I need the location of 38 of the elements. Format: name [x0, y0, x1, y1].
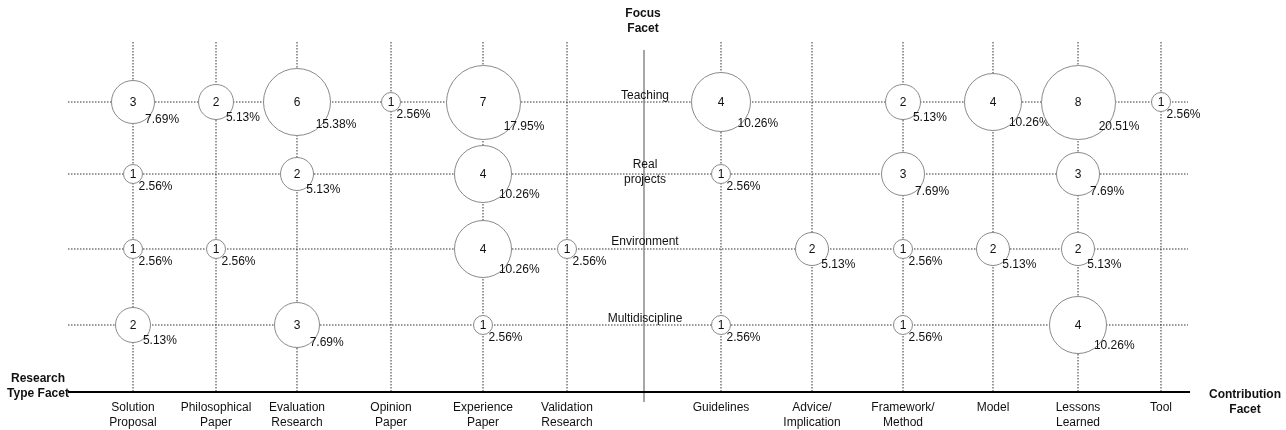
category-label: Model	[975, 400, 1011, 415]
category-label: Philosophical Paper	[179, 400, 253, 430]
category-label: Evaluation Research	[267, 400, 326, 430]
category-label: Tool	[1149, 400, 1173, 415]
percentage-label: 5.13%	[225, 110, 260, 125]
category-label: Experience Paper	[451, 400, 514, 430]
facet-title: Research Type Facet	[6, 371, 70, 401]
percentage-label: 20.51%	[1098, 118, 1140, 133]
percentage-label: 17.95%	[503, 118, 545, 133]
category-label: Opinion Paper	[369, 400, 413, 430]
percentage-label: 7.69%	[915, 183, 950, 198]
percentage-label: 7.69%	[309, 335, 344, 350]
facet-title: Focus Facet	[624, 6, 662, 36]
row-label: Teaching	[619, 88, 670, 103]
percentage-label: 7.69%	[1090, 183, 1125, 198]
row-label: Real projects	[623, 157, 667, 187]
row-label: Environment	[610, 234, 680, 249]
percentage-label: 5.13%	[821, 256, 856, 271]
category-label: Solution Proposal	[108, 400, 158, 430]
percentage-label: 10.26%	[1093, 338, 1135, 353]
percentage-label: 7.69%	[145, 111, 180, 126]
category-label: Advice/ Implication	[782, 400, 842, 430]
category-label: Lessons Learned	[1054, 400, 1102, 430]
percentage-label: 5.13%	[1002, 256, 1037, 271]
percentage-label: 10.26%	[737, 115, 779, 130]
category-label: Framework/ Method	[870, 400, 936, 430]
facet-title: Contribution Facet	[1208, 387, 1282, 417]
percentage-label: 15.38%	[315, 117, 357, 132]
percentage-label: 5.13%	[1087, 256, 1122, 271]
percentage-label: 5.13%	[142, 333, 177, 348]
category-label: Guidelines	[691, 400, 751, 415]
row-label: Multidiscipline	[606, 311, 684, 326]
percentage-label: 5.13%	[912, 110, 947, 125]
percentage-label: 5.13%	[306, 181, 341, 196]
percentage-label: 10.26%	[498, 187, 540, 202]
percentage-label: 10.26%	[1008, 115, 1050, 130]
percentage-label: 10.26%	[498, 262, 540, 277]
category-label: Validation Research	[540, 400, 594, 430]
